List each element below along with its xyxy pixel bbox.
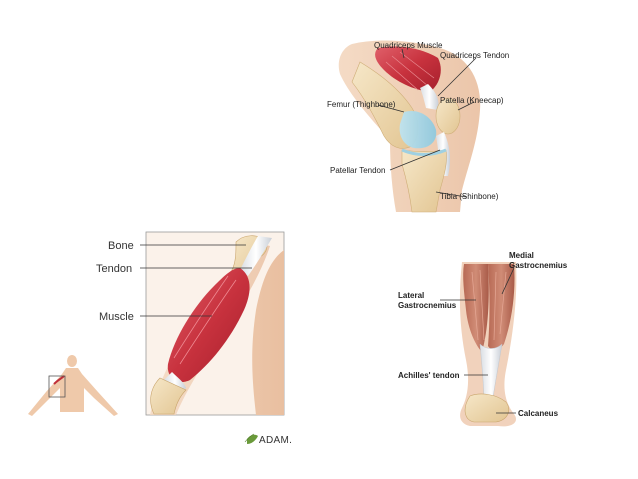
knee-illustration: Quadriceps Muscle Quadriceps Tendon Femu… (327, 40, 509, 213)
label-quadriceps-tendon: Quadriceps Tendon (440, 51, 509, 60)
label-quadriceps-muscle: Quadriceps Muscle (374, 41, 443, 50)
adam-logo-text: ADAM. (259, 435, 292, 446)
label-achilles: Achilles' tendon (398, 371, 460, 380)
label-lateral-line2: Gastrocnemius (398, 301, 457, 310)
biceps-muscle (167, 268, 250, 383)
label-muscle: Muscle (99, 311, 134, 323)
body-figure (28, 355, 118, 416)
label-femur: Femur (Thighbone) (327, 100, 396, 109)
arm-illustration: Bone Tendon Muscle ADAM. (28, 231, 292, 446)
lateral-gastrocnemius (463, 264, 489, 352)
arm-tendon-upper (240, 236, 272, 276)
label-medial-line1: Medial (509, 251, 534, 260)
label-patella: Patella (Kneecap) (440, 96, 504, 105)
femur-cartilage (399, 110, 437, 149)
label-lateral-line1: Lateral (398, 291, 424, 300)
adam-logo: ADAM. (244, 433, 292, 446)
calcaneus (464, 393, 509, 423)
label-medial-line2: Gastrocnemius (509, 261, 568, 270)
body-figure-highlight-box (48, 375, 66, 398)
label-patellar-tendon: Patellar Tendon (330, 166, 385, 175)
achilles-tendon (479, 343, 503, 405)
label-calcaneus: Calcaneus (518, 409, 559, 418)
forearm-bone (150, 377, 187, 415)
leaf-icon (247, 434, 258, 444)
calf-illustration: Medial Gastrocnemius Lateral Gastrocnemi… (398, 251, 568, 427)
quadriceps-tendon (420, 84, 439, 110)
arm-skin (146, 232, 284, 415)
label-bone: Bone (108, 240, 134, 252)
patella (435, 97, 461, 135)
label-tibia: Tibia (Shinbone) (440, 192, 499, 201)
label-tendon: Tendon (96, 263, 132, 275)
tibia (401, 149, 447, 213)
